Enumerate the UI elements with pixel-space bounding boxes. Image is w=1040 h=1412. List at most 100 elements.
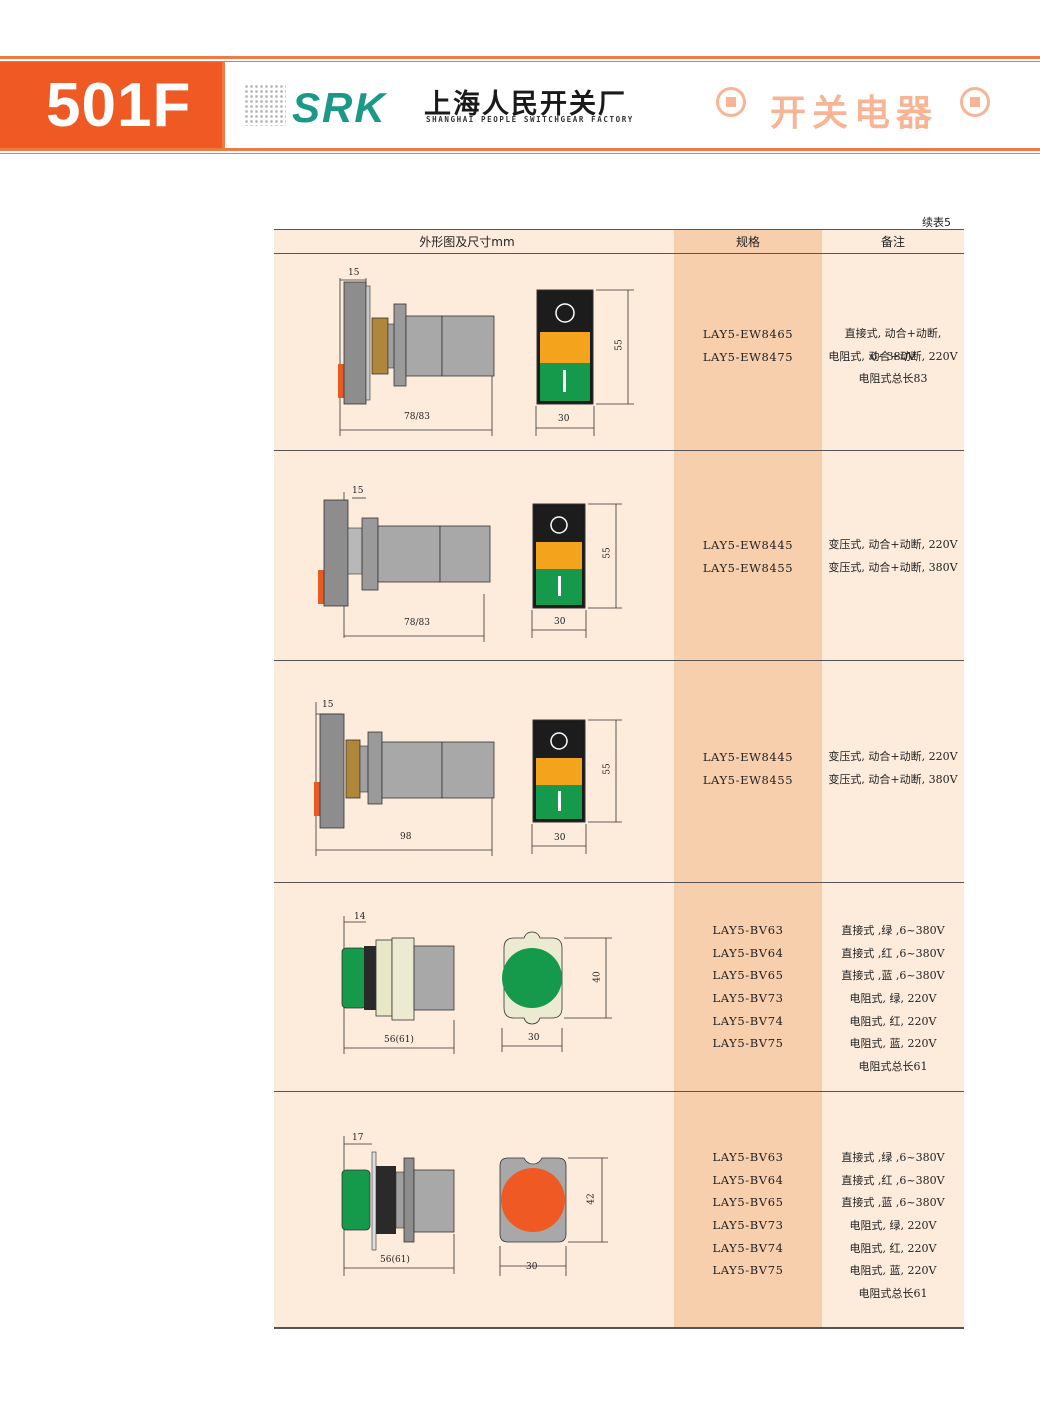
- outline-drawing-row4: 14 56(61) 30 40: [300, 910, 660, 1060]
- note-item: 直接式 ,绿 ,6~380V: [841, 1151, 945, 1164]
- spec-item: LAY5-BV73: [712, 991, 784, 1006]
- note-item: 电阻式, 红, 220V: [849, 1241, 937, 1255]
- spec-item: LAY5-BV63: [712, 923, 784, 937]
- page-code-block: [0, 62, 222, 148]
- dim-height: 42: [586, 1193, 597, 1205]
- outline-drawing-row3: 15 98 30 55: [300, 698, 660, 858]
- note-item: 电阻式总长61: [858, 1287, 928, 1301]
- spec-item: LAY5-BV65: [712, 1195, 784, 1210]
- dim-top: 14: [354, 912, 366, 922]
- dim-height: 55: [614, 339, 625, 351]
- outline-drawing-row5: 17 56(61) 30 42: [300, 1130, 660, 1280]
- header-note: 备注: [880, 235, 905, 249]
- spec-item: LAY5-EW8475: [702, 349, 794, 364]
- note-item: 变压式, 动合+动断, 380V: [828, 772, 958, 786]
- header-rule-top: [0, 56, 1040, 59]
- note-list-row3: 变压式, 动合+动断, 220V 变压式, 动合+动断, 380V: [822, 746, 964, 791]
- spec-item: LAY5-BV63: [712, 1150, 784, 1164]
- spec-item: LAY5-EW8445: [702, 750, 794, 764]
- header-spec: 规格: [735, 235, 760, 249]
- note-item: 电阻式, 蓝, 220V: [849, 1264, 937, 1278]
- page-code: 501F: [46, 71, 192, 140]
- spec-list-row1: LAY5-EW8465 LAY5-EW8475: [674, 323, 822, 368]
- spec-list-row5: LAY5-BV63 LAY5-BV64 LAY5-BV65 LAY5-BV73 …: [674, 1146, 822, 1282]
- note-item: 直接式, 动合+动断, 6~380V: [844, 327, 942, 363]
- company-name-en: SHANGHAI PEOPLE SWITCHGEAR FACTORY: [426, 115, 634, 124]
- note-item: 电阻式总长61: [858, 1060, 928, 1074]
- outline-drawing-row2: 15 78/83 30 55: [300, 484, 660, 644]
- table-rule: [274, 660, 964, 661]
- dim-width: 30: [554, 833, 566, 843]
- dim-width: 30: [558, 414, 570, 424]
- header-rule-top-thin: [0, 61, 1040, 62]
- spec-item: LAY5-EW8455: [702, 560, 794, 575]
- note-list-row1: 直接式, 动合+动断, 6~380V 电阻式, 动合+动断, 220V 电阻式总…: [822, 323, 964, 391]
- continued-label: 续表5: [922, 216, 951, 229]
- dim-height: 55: [602, 547, 613, 559]
- header-divider: [222, 62, 225, 150]
- header-rule-bottom-thin: [0, 153, 1040, 154]
- company-name-cn: 上海人民开关厂: [424, 89, 627, 120]
- note-item: 电阻式, 动合+动断, 220V: [828, 349, 958, 363]
- dim-length: 78/83: [404, 618, 430, 628]
- dim-top: 15: [352, 486, 364, 496]
- dim-width: 30: [528, 1033, 540, 1043]
- note-item: 变压式, 动合+动断, 220V: [828, 538, 958, 551]
- spec-list-row4: LAY5-BV63 LAY5-BV64 LAY5-BV65 LAY5-BV73 …: [674, 919, 822, 1055]
- note-item: 直接式 ,红 ,6~380V: [841, 1173, 945, 1187]
- table-rule: [274, 450, 964, 451]
- note-item: 直接式 ,红 ,6~380V: [841, 946, 945, 960]
- note-item: 直接式 ,蓝 ,6~380V: [841, 969, 945, 983]
- dim-top: 17: [352, 1133, 364, 1143]
- spec-item: LAY5-BV64: [712, 945, 784, 960]
- table-rule: [274, 253, 964, 254]
- note-list-row4: 直接式 ,绿 ,6~380V 直接式 ,红 ,6~380V 直接式 ,蓝 ,6~…: [822, 920, 964, 1079]
- dot-pattern-logo: [244, 84, 286, 126]
- header-drawing: 外形图及尺寸mm: [419, 235, 515, 249]
- note-item: 电阻式, 蓝, 220V: [849, 1037, 937, 1051]
- dim-length: 56(61): [384, 1035, 414, 1045]
- spec-item: LAY5-BV74: [712, 1013, 784, 1028]
- note-item: 直接式 ,蓝 ,6~380V: [841, 1196, 945, 1210]
- spec-item: LAY5-BV64: [712, 1172, 784, 1187]
- spec-item: LAY5-EW8465: [702, 327, 794, 341]
- brand-logo: SRK: [292, 84, 387, 131]
- table-rule: [274, 882, 964, 883]
- table-rule: [274, 1327, 964, 1329]
- spec-item: LAY5-BV74: [712, 1240, 784, 1255]
- note-item: 电阻式, 绿, 220V: [849, 992, 937, 1006]
- spec-item: LAY5-BV73: [712, 1218, 784, 1233]
- spec-column-bg: [674, 229, 822, 1328]
- note-item: 变压式, 动合+动断, 220V: [828, 750, 958, 763]
- note-item: 变压式, 动合+动断, 380V: [828, 560, 958, 574]
- table-rule: [274, 229, 964, 230]
- dim-height: 55: [602, 763, 613, 775]
- table-rule: [274, 1091, 964, 1092]
- dim-top: 15: [348, 268, 360, 278]
- note-item: 电阻式总长83: [858, 372, 928, 386]
- dim-length: 56(61): [380, 1255, 410, 1265]
- spec-list-row2: LAY5-EW8445 LAY5-EW8455: [674, 534, 822, 579]
- note-item: 电阻式, 红, 220V: [849, 1014, 937, 1028]
- dim-width: 30: [526, 1262, 538, 1272]
- spec-item: LAY5-BV75: [712, 1263, 784, 1278]
- dim-width: 30: [554, 617, 566, 627]
- spec-item: LAY5-EW8455: [702, 772, 794, 787]
- dim-height: 40: [592, 971, 603, 983]
- dim-length: 98: [400, 832, 412, 842]
- square-circle-icon-left: [716, 87, 746, 117]
- spec-item: LAY5-BV65: [712, 968, 784, 983]
- dim-length: 78/83: [404, 412, 430, 422]
- note-list-row2: 变压式, 动合+动断, 220V 变压式, 动合+动断, 380V: [822, 534, 964, 579]
- dim-top: 15: [322, 700, 334, 710]
- outline-drawing-row1: 15 78/83 30 55: [300, 266, 660, 438]
- square-circle-icon-right: [960, 87, 990, 117]
- spec-item: LAY5-EW8445: [702, 538, 794, 552]
- note-list-row5: 直接式 ,绿 ,6~380V 直接式 ,红 ,6~380V 直接式 ,蓝 ,6~…: [822, 1147, 964, 1306]
- spec-list-row3: LAY5-EW8445 LAY5-EW8455: [674, 746, 822, 791]
- header-rule-bottom: [0, 148, 1040, 151]
- spec-item: LAY5-BV75: [712, 1036, 784, 1051]
- category-title: 开关电器: [770, 93, 939, 134]
- note-item: 电阻式, 绿, 220V: [849, 1219, 937, 1233]
- note-item: 直接式 ,绿 ,6~380V: [841, 924, 945, 937]
